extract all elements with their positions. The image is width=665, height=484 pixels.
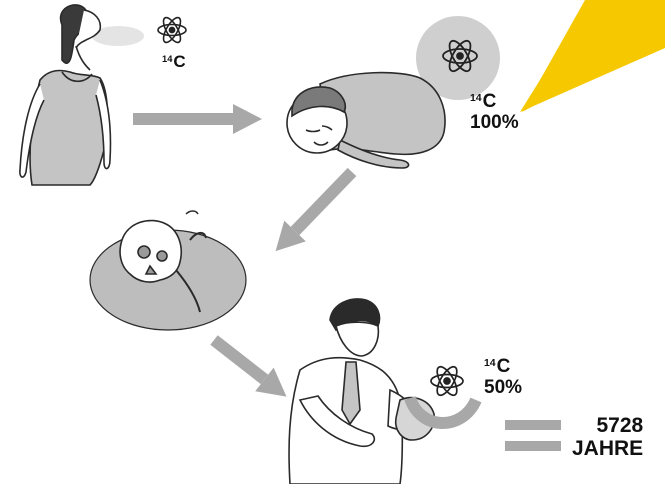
- isotope-symbol: C: [173, 52, 185, 71]
- half-life-value: 5728: [596, 414, 643, 437]
- isotope-line: 14C: [484, 356, 510, 377]
- isotope-mass: 14: [484, 358, 496, 369]
- equals-sign: [505, 420, 561, 451]
- isotope-mass: 14: [470, 93, 482, 104]
- isotope-symbol: C: [483, 91, 497, 112]
- arrow-to-death: [265, 162, 363, 262]
- buried-skull: [90, 211, 246, 330]
- arrow-to-measurement: [205, 328, 296, 408]
- percent-living: 100%: [470, 113, 519, 132]
- yellow-highlight-wedge: [520, 0, 665, 112]
- half-life-unit: JAHRE: [572, 438, 643, 459]
- atom-icon: [158, 15, 186, 45]
- isotope-line: 14C: [470, 91, 496, 112]
- man-lying-figure: [287, 73, 445, 168]
- isotope-mass: 14: [162, 54, 172, 64]
- c14-label-half: 14C 50%: [484, 357, 522, 397]
- arrow-to-living-organism: [133, 104, 262, 134]
- percent-half: 50%: [484, 378, 522, 397]
- woman-breathing-figure: [20, 5, 111, 185]
- half-life-label: 5728 JAHRE: [572, 415, 643, 459]
- c14-label-living: 14C 100%: [470, 92, 519, 132]
- scientist-figure: [289, 299, 434, 484]
- atom-icon: [431, 364, 463, 398]
- c14-label-breath: 14C: [162, 53, 186, 70]
- isotope-symbol: C: [497, 356, 511, 377]
